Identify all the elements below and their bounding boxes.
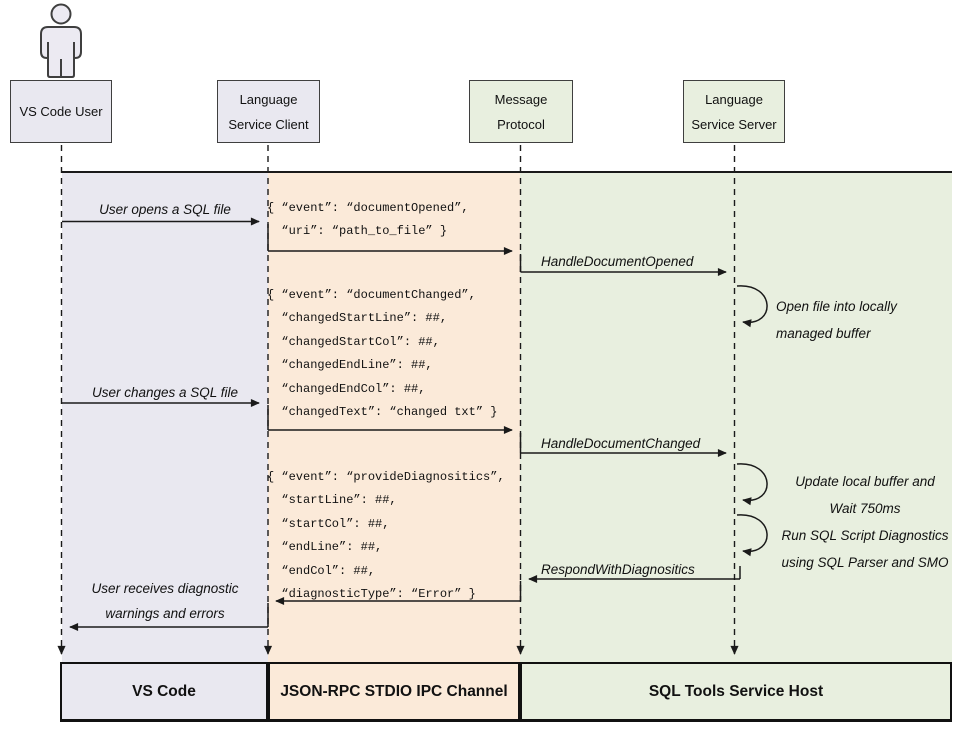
- label-handle-document-opened: HandleDocumentOpened: [541, 254, 694, 269]
- json-line: “diagnosticType”: “Error” }: [267, 587, 476, 602]
- note-update-buffer-line1: Update local buffer and: [795, 474, 935, 489]
- json-line: “startCol”: ##,: [267, 516, 390, 531]
- label-user-receives-line2: warnings and errors: [105, 606, 225, 621]
- lane-service-host: [520, 173, 952, 662]
- note-open-file-line1: Open file into locally: [776, 299, 897, 314]
- user-actor-icon: [40, 3, 82, 78]
- selfloop-update-buffer: [736, 463, 768, 506]
- participant-label-line2: Protocol: [497, 116, 545, 132]
- lane-top-boundary-line: [62, 171, 952, 173]
- label-handle-document-changed: HandleDocumentChanged: [541, 436, 701, 451]
- json-line: “endLine”: ##,: [267, 540, 383, 555]
- json-line: “changedEndCol”: ##,: [267, 381, 426, 396]
- participant-label-line2: Service Client: [228, 116, 309, 132]
- note-run-diagnostics-line1: Run SQL Script Diagnostics: [781, 528, 949, 543]
- selfloop-run-diagnostics: [736, 514, 768, 557]
- participant-label-line1: Language: [705, 91, 763, 107]
- footer-label: JSON-RPC STDIO IPC Channel: [280, 682, 508, 700]
- note-run-diagnostics: Run SQL Script Diagnostics using SQL Par…: [765, 522, 962, 576]
- json-message-document-opened: { “event”: “documentOpened”, “uri”: “pat…: [267, 197, 469, 244]
- note-update-buffer-line2: Wait 750ms: [829, 501, 901, 516]
- footer-label: SQL Tools Service Host: [648, 682, 824, 700]
- label-user-opens: User opens a SQL file: [99, 202, 231, 217]
- json-line: { “event”: “documentOpened”,: [267, 201, 469, 215]
- json-line: “changedStartCol”: ##,: [267, 334, 440, 349]
- footer-box-vscode: VS Code: [60, 662, 268, 722]
- participant-box-vscode-user: VS Code User: [10, 80, 112, 143]
- json-line: “startLine”: ##,: [267, 493, 397, 508]
- note-update-buffer: Update local buffer and Wait 750ms: [765, 468, 962, 522]
- json-line: { “event”: “documentChanged”,: [267, 288, 476, 302]
- json-line: “changedEndLine”: ##,: [267, 358, 433, 373]
- participant-box-message-protocol: Message Protocol: [469, 80, 573, 143]
- json-line: “changedText”: “changed txt” }: [267, 405, 498, 420]
- json-message-document-changed: { “event”: “documentChanged”, “changedSt…: [267, 284, 497, 424]
- note-open-file-line2: managed buffer: [776, 326, 871, 341]
- participant-label-line1: Language: [239, 91, 298, 107]
- json-line: “uri”: “path_to_file” }: [267, 224, 448, 239]
- participant-label: VS Code User: [19, 104, 103, 119]
- json-line: { “event”: “provideDiagnositics”,: [267, 470, 505, 484]
- note-run-diagnostics-line2: using SQL Parser and SMO: [781, 555, 949, 570]
- lane-vscode: [62, 173, 268, 662]
- participant-label-line2: Service Server: [691, 116, 777, 132]
- label-user-receives: User receives diagnostic warnings and er…: [62, 576, 268, 626]
- lane-ipc-channel: [268, 173, 520, 662]
- footer-box-ipc-channel: JSON-RPC STDIO IPC Channel: [268, 662, 520, 722]
- selfloop-open-file: [736, 285, 768, 328]
- label-user-receives-line1: User receives diagnostic: [91, 581, 239, 596]
- footer-label: VS Code: [132, 682, 196, 700]
- json-line: “endCol”: ##,: [267, 563, 376, 578]
- participant-box-language-service-client: Language Service Client: [217, 80, 320, 143]
- json-message-provide-diagnostics: { “event”: “provideDiagnositics”, “start…: [267, 466, 505, 606]
- json-line: “changedStartLine”: ##,: [267, 311, 448, 326]
- footer-box-service-host: SQL Tools Service Host: [520, 662, 952, 722]
- label-respond-with-diagnostics: RespondWithDiagnositics: [541, 562, 695, 577]
- participant-label-line1: Message: [494, 91, 548, 107]
- note-open-file: Open file into locally managed buffer: [776, 293, 897, 347]
- participant-box-language-service-server: Language Service Server: [683, 80, 785, 143]
- label-user-changes: User changes a SQL file: [91, 385, 239, 400]
